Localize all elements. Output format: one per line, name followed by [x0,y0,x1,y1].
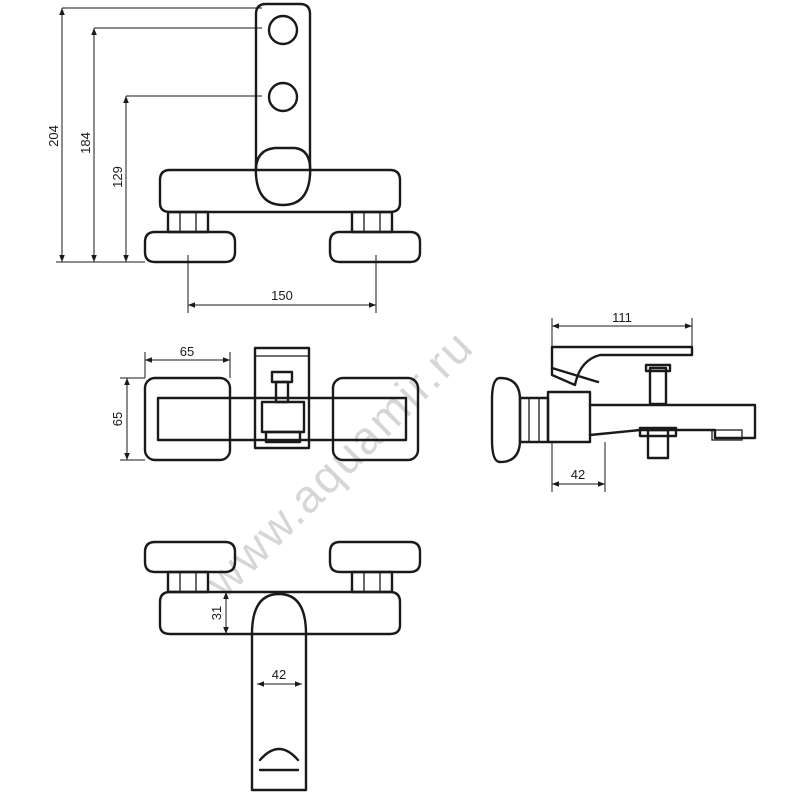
upper-outlet-circle [267,14,299,46]
dim-spout-reach: 111 [612,310,632,325]
dim-spout-width: 42 [272,667,286,682]
front-view: 204 184 129 150 [46,2,422,313]
watermark: www.aquamir.ru [195,319,484,608]
dim-cap-width: 65 [180,344,194,359]
bottom-view: 31 42 [143,540,422,792]
dim-cap-height: 65 [110,412,125,426]
side-view: 111 42 [490,310,757,492]
dim-lower-outlet-height: 129 [110,166,125,188]
dim-body-height: 31 [209,606,224,620]
dim-side-depth: 42 [571,467,585,482]
dim-total-height: 204 [46,125,61,147]
dim-inlet-spacing: 150 [271,288,293,303]
top-view: 65 65 [110,344,420,462]
lower-outlet-circle [267,81,299,113]
dim-upper-outlet-height: 184 [78,132,93,154]
